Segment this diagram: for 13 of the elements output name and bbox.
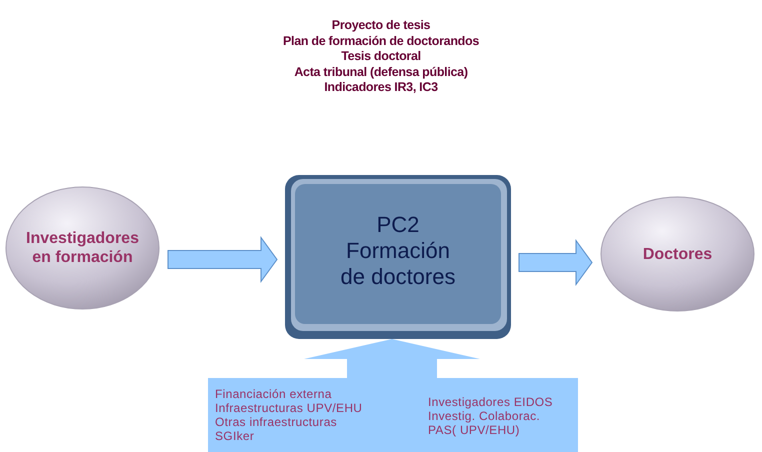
- process-title: PC2 Formación de doctores: [340, 212, 456, 290]
- deliverable-text: Plan de formación de doctorandos: [283, 34, 479, 48]
- resource-list: Financiación externa Infraestructuras UPV/EHU Otras infraestructuras SGIker: [215, 387, 375, 443]
- resource-list: Investigadores EIDOS Investig. Colaborac. PAS( UPV/EHU): [428, 395, 568, 437]
- deliverable-text: Indicadores IR3, IC3: [324, 80, 438, 94]
- node-label: Investigadores en formación: [25, 229, 140, 267]
- node-label: Doctores: [642, 244, 714, 264]
- block-arrow: [168, 236, 278, 284]
- deliverable-text: Acta tribunal (defensa pública): [294, 64, 468, 78]
- block-arrow: [304, 339, 480, 378]
- deliverable-text: Proyecto de tesis: [332, 18, 430, 32]
- deliverable-text: Tesis doctoral: [341, 49, 421, 63]
- block-arrow: [518, 238, 593, 286]
